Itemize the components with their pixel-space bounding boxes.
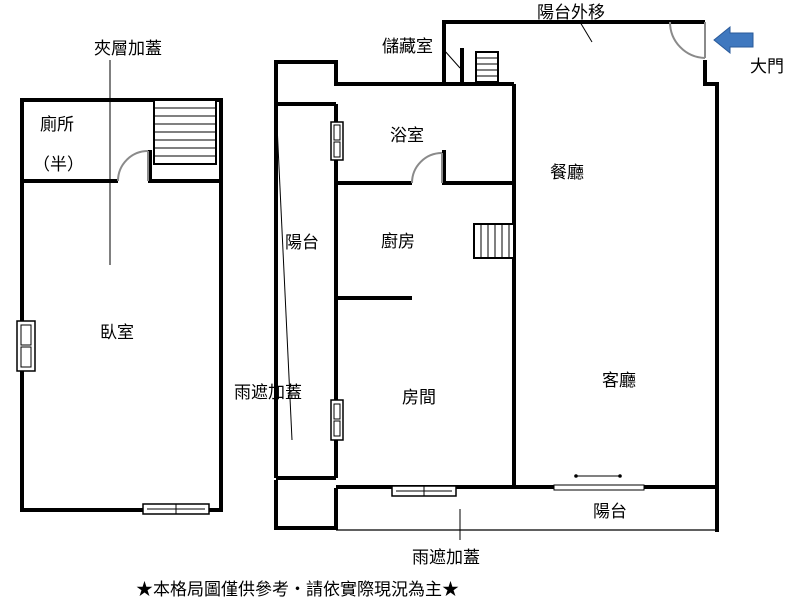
room-side-window-icon bbox=[330, 399, 344, 441]
bathroom-window-icon bbox=[330, 121, 344, 161]
label-toilet-half: （半） bbox=[33, 155, 84, 175]
living-right-wall bbox=[703, 60, 719, 487]
main-door-swing bbox=[669, 21, 706, 59]
arrow-left-icon bbox=[713, 25, 754, 55]
label-mezzanine: 夾層加蓋 bbox=[94, 39, 162, 59]
label-storage: 儲藏室 bbox=[382, 37, 433, 57]
left-balcony-outer-wall bbox=[274, 20, 705, 106]
main-unit bbox=[274, 20, 754, 540]
label-main-door: 大門 bbox=[750, 57, 784, 77]
label-balcony-left: 陽台 bbox=[285, 233, 319, 253]
label-balcony-moved: 陽台外移 bbox=[537, 3, 605, 23]
label-rain-cover-left: 雨遮加蓋 bbox=[234, 383, 302, 403]
storage-stair-icon bbox=[475, 51, 499, 83]
label-rain-cover-bottom: 雨遮加蓋 bbox=[412, 548, 480, 568]
storage-leader-line bbox=[443, 49, 461, 69]
label-dining: 餐廳 bbox=[550, 163, 584, 183]
label-bedroom: 臥室 bbox=[100, 323, 134, 343]
label-toilet: 廁所 bbox=[40, 114, 74, 135]
bedroom-bottom-window-icon bbox=[142, 503, 210, 515]
left-rain-cover-diagonal bbox=[275, 103, 293, 441]
disclaimer-note: ★本格局圖僅供參考‧請依實際現況為主★ bbox=[136, 580, 459, 600]
label-living: 客廳 bbox=[602, 371, 636, 391]
bathroom-door-swing bbox=[411, 152, 443, 184]
mezzanine-unit bbox=[16, 60, 223, 515]
label-kitchen: 廚房 bbox=[381, 231, 415, 252]
toilet-door-swing bbox=[117, 150, 149, 182]
balcony-moved-leader-line bbox=[579, 21, 593, 43]
bedroom-side-window-icon bbox=[16, 320, 36, 372]
mezzanine-outer-wall bbox=[20, 98, 223, 512]
label-room: 房間 bbox=[402, 388, 436, 408]
kitchen-stair-icon bbox=[473, 223, 515, 259]
label-balcony-bottom: 陽台 bbox=[593, 502, 627, 522]
living-sliding-door-icon bbox=[553, 474, 645, 491]
mezzanine-stair-icon bbox=[153, 99, 217, 165]
room-bottom-window-icon bbox=[391, 485, 457, 497]
bottom-rain-cover-wall bbox=[274, 480, 338, 530]
label-bathroom: 浴室 bbox=[390, 126, 424, 146]
